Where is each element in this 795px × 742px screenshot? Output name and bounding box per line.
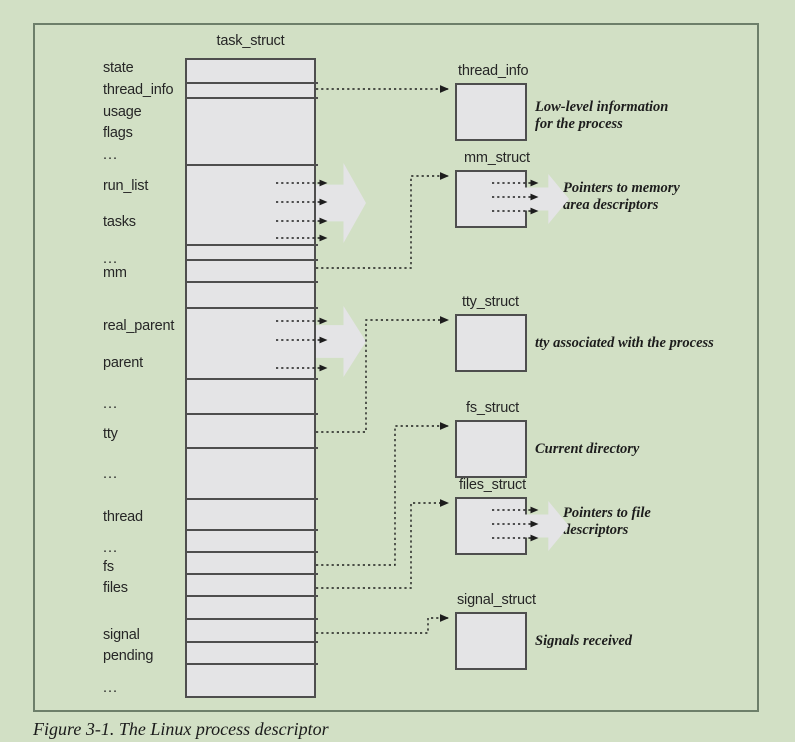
task-struct-field-real_parent: real_parent — [103, 318, 175, 334]
struct-title-signal_struct: signal_struct — [457, 592, 536, 608]
task-struct-field-usage: usage — [103, 104, 142, 120]
struct-title-mm_struct: mm_struct — [464, 150, 530, 166]
task-struct-row-divider — [187, 413, 318, 415]
struct-box-signal_struct — [455, 612, 527, 670]
struct-description-mm_struct: Pointers to memory area descriptors — [563, 180, 680, 213]
task-struct-field-state: state — [103, 60, 134, 76]
struct-box-fs_struct — [455, 420, 527, 478]
task-struct-field-run_list: run_list — [103, 178, 149, 194]
struct-title-tty_struct: tty_struct — [462, 294, 519, 310]
task-struct-row-divider — [187, 307, 318, 309]
task-struct-row-divider — [187, 573, 318, 575]
task-struct-row-divider — [187, 244, 318, 246]
struct-title-files_struct: files_struct — [459, 477, 526, 493]
task-struct-field-flags: flags — [103, 125, 133, 141]
struct-description-fs_struct: Current directory — [535, 441, 640, 457]
task-struct-row-divider — [187, 618, 318, 620]
task-struct-row-divider — [187, 551, 318, 553]
task-struct-field-tty: tty — [103, 426, 118, 442]
task-struct-field-parent: parent — [103, 355, 143, 371]
struct-box-tty_struct — [455, 314, 527, 372]
task-struct-row-divider — [187, 164, 318, 166]
figure-caption: Figure 3-1. The Linux process descriptor — [33, 719, 329, 739]
task-struct-row-divider — [187, 447, 318, 449]
task-struct-row-divider — [187, 529, 318, 531]
task-struct-box — [185, 58, 318, 698]
task-struct-field-ellipsis: ... — [103, 396, 119, 412]
task-struct-field-signal: signal — [103, 627, 140, 643]
struct-title-fs_struct: fs_struct — [466, 400, 519, 416]
task-struct-row-divider — [187, 595, 318, 597]
task-struct-row-divider — [187, 378, 318, 380]
task-struct-title: task_struct — [216, 33, 285, 49]
task-struct-field-ellipsis: ... — [103, 680, 119, 696]
task-struct-row-divider — [187, 498, 318, 500]
struct-title-thread_info: thread_info — [458, 63, 529, 79]
task-struct-row-divider — [187, 281, 318, 283]
struct-description-thread_info: Low-level information for the process — [535, 99, 669, 132]
struct-description-files_struct: Pointers to file descriptors — [563, 505, 651, 538]
task-struct-field-ellipsis: ... — [103, 540, 119, 556]
struct-description-signal_struct: Signals received — [535, 633, 633, 649]
task-struct-field-ellipsis: ... — [103, 147, 119, 163]
task-struct-field-thread: thread — [103, 509, 143, 525]
task-struct-row-divider — [187, 97, 318, 99]
task-struct-field-ellipsis: ... — [103, 251, 119, 267]
task-struct-field-pending: pending — [103, 648, 154, 664]
task-struct-row-divider — [187, 641, 318, 643]
task-struct-row-divider — [187, 663, 318, 665]
task-struct-field-thread_info: thread_info — [103, 82, 174, 98]
task-struct-field-tasks: tasks — [103, 214, 136, 230]
task-struct-field-ellipsis: ... — [103, 466, 119, 482]
task-struct-row-divider — [187, 259, 318, 261]
task-struct-field-fs: fs — [103, 559, 114, 575]
struct-box-files_struct — [455, 497, 527, 555]
task-struct-row-divider — [187, 82, 318, 84]
task-struct-field-mm: mm — [103, 265, 127, 281]
struct-box-thread_info — [455, 83, 527, 141]
task-struct-field-files: files — [103, 580, 128, 596]
struct-box-mm_struct — [455, 170, 527, 228]
struct-description-tty_struct: tty associated with the process — [535, 335, 714, 351]
